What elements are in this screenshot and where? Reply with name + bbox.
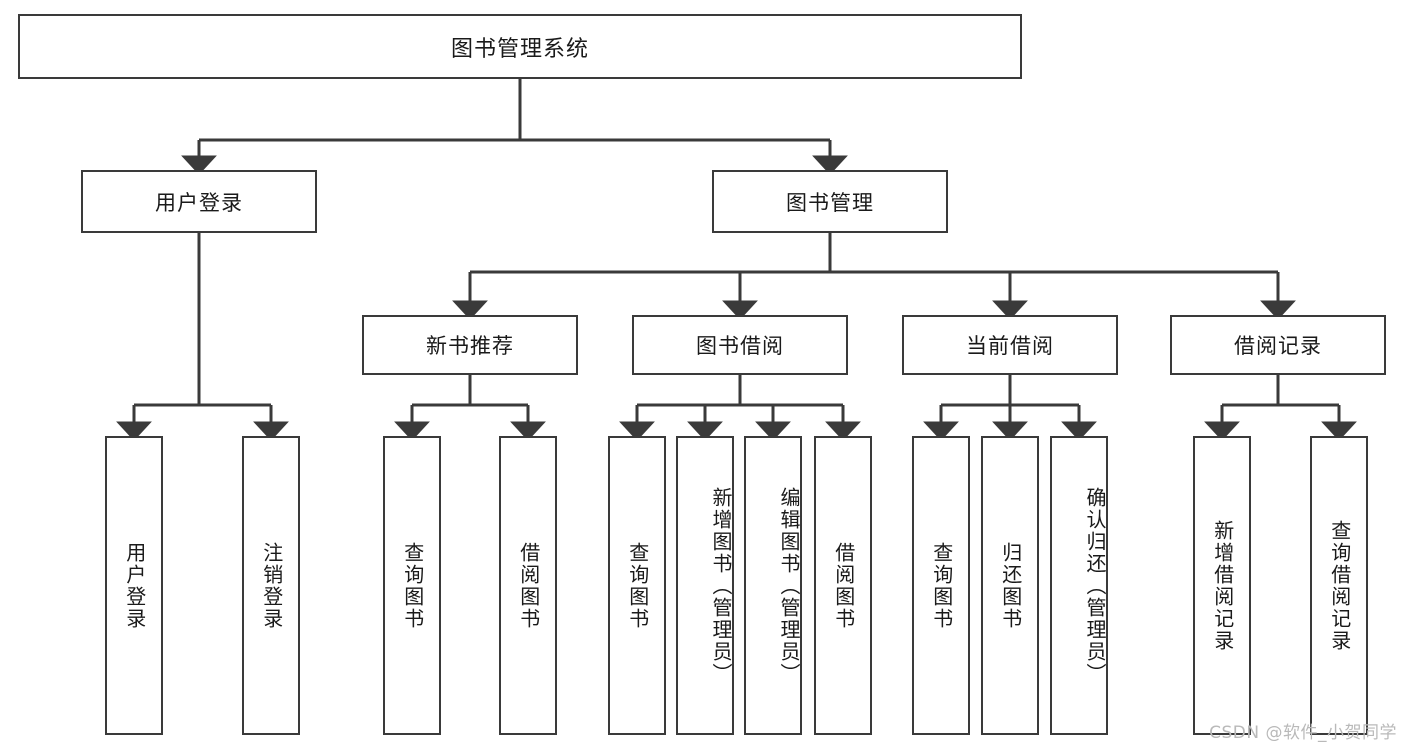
leaf-query-book-borrow[interactable]: 查询图书 [608,436,666,735]
leaf-add-borrow-record[interactable]: 新增借阅记录 [1193,436,1251,735]
node-book-management[interactable]: 图书管理 [712,170,948,233]
leaf-confirm-return-admin[interactable]: 确认归还（管理员） [1050,436,1108,735]
leaf-add-book-admin[interactable]: 新增图书（管理员） [676,436,734,735]
leaf-borrow-book-recommend[interactable]: 借阅图书 [499,436,557,735]
node-book-borrow[interactable]: 图书借阅 [632,315,848,375]
node-root-book-management-system[interactable]: 图书管理系统 [18,14,1022,79]
node-borrow-record[interactable]: 借阅记录 [1170,315,1386,375]
leaf-query-book-recommend[interactable]: 查询图书 [383,436,441,735]
leaf-query-book-current[interactable]: 查询图书 [912,436,970,735]
leaf-edit-book-admin[interactable]: 编辑图书（管理员） [744,436,802,735]
node-new-book-recommend[interactable]: 新书推荐 [362,315,578,375]
leaf-user-login[interactable]: 用户登录 [105,436,163,735]
node-user-login[interactable]: 用户登录 [81,170,317,233]
leaf-logout-login[interactable]: 注销登录 [242,436,300,735]
leaf-return-book[interactable]: 归还图书 [981,436,1039,735]
leaf-query-borrow-record[interactable]: 查询借阅记录 [1310,436,1368,735]
leaf-borrow-book-borrow[interactable]: 借阅图书 [814,436,872,735]
node-current-borrow[interactable]: 当前借阅 [902,315,1118,375]
